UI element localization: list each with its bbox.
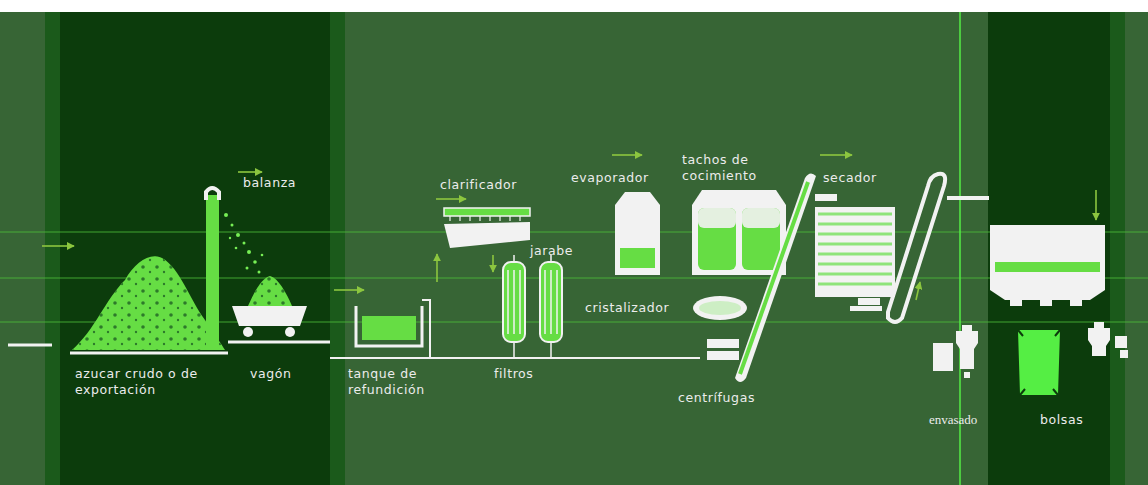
process-label: bolsas [1040,412,1083,428]
process-label: vagón [250,366,292,382]
process-label: jarabe [530,243,573,259]
process-label: envasado [929,412,977,428]
process-label: tachos de cocimiento [682,152,802,184]
process-label: balanza [243,175,296,191]
process-label: evaporador [571,170,649,186]
process-label: centrífugas [678,390,755,406]
process-label: tanque de refundición [348,366,440,398]
process-label: secador [823,170,877,186]
process-label: filtros [494,366,533,382]
process-label: azucar crudo o de exportación [75,366,200,398]
process-label: clarificador [440,177,517,193]
process-label: cristalizador [585,300,669,316]
